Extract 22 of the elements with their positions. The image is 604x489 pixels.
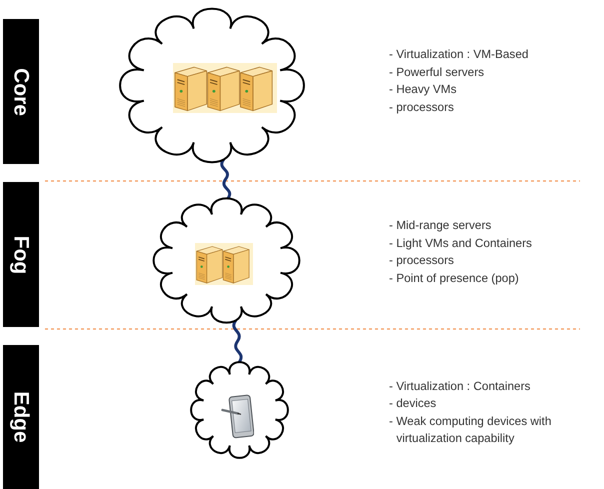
tier-band	[3, 345, 39, 489]
bullet-text: - Virtualization : Containers	[389, 378, 532, 395]
cloud-shape	[118, 7, 306, 164]
cloud-shape	[190, 361, 289, 459]
tier-band	[3, 19, 39, 164]
wavy-connector	[220, 158, 232, 200]
bullet-text: - processors	[389, 98, 455, 116]
bullet-text: - Mid-range servers	[389, 217, 492, 234]
bullet-text: - Point of presence (pop)	[389, 270, 520, 286]
tier-band	[3, 182, 39, 327]
bullet-text: - Virtualization : VM-Based	[389, 46, 530, 64]
bullet-text: - Powerful servers	[389, 64, 486, 81]
bullet-text: - processors	[389, 252, 455, 270]
bullet-text: - Heavy VMs	[389, 81, 458, 98]
bullet-text: - Light VMs and Containers	[389, 234, 533, 252]
tier-label: Fog	[10, 235, 32, 274]
tier-label: Core	[10, 68, 32, 116]
bullet-text: - Weak computing devices with virtualization capability	[389, 412, 552, 448]
cloud-shape	[152, 197, 301, 324]
bullet-text: - devices	[389, 395, 438, 412]
tier-label: Edge	[10, 391, 32, 443]
wavy-connector	[232, 318, 243, 364]
